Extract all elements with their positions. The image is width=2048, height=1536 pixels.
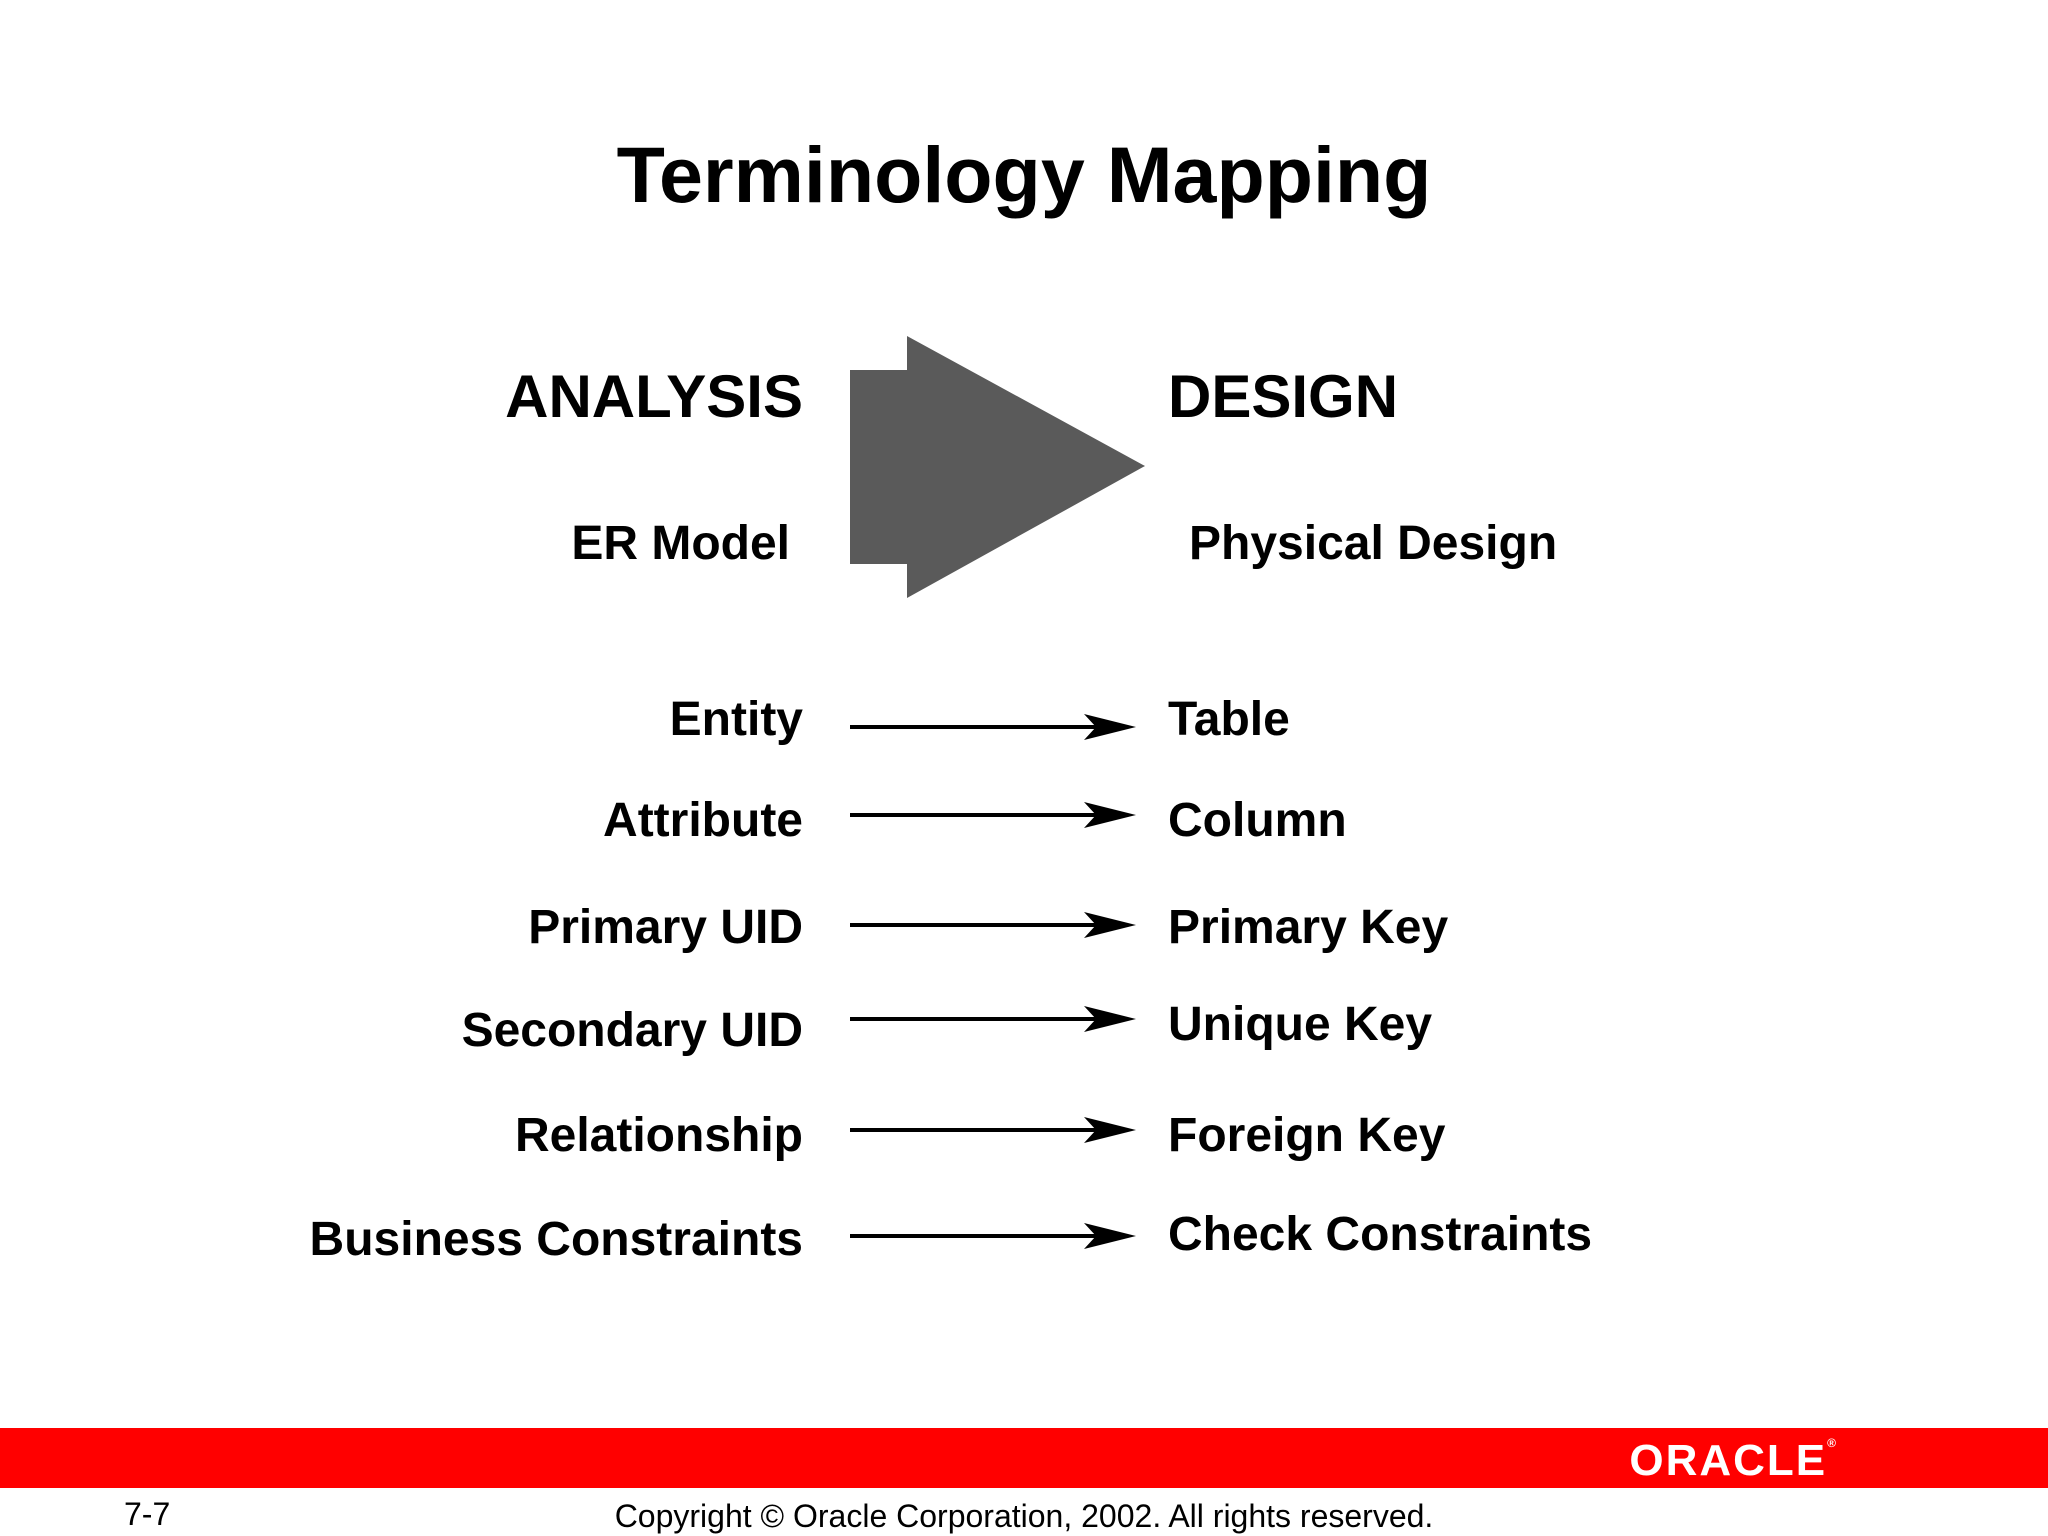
analysis-term: Attribute: [603, 794, 803, 847]
row-arrow-icon: [850, 912, 1136, 938]
analysis-term: Relationship: [514, 1109, 803, 1162]
footer-bar: [0, 1428, 2048, 1488]
slide-title: Terminology Mapping: [616, 130, 1432, 219]
analysis-term: Secondary UID: [461, 1004, 803, 1057]
design-heading: DESIGN: [1168, 363, 1399, 430]
analysis-term: Primary UID: [528, 901, 803, 954]
trademark-mark: ®: [1827, 1436, 1838, 1450]
row-arrow-icon: [850, 1117, 1136, 1143]
design-term: Column: [1168, 794, 1347, 847]
design-term: Unique Key: [1168, 998, 1433, 1051]
page-number: 7-7: [124, 1496, 171, 1532]
design-term: Check Constraints: [1168, 1208, 1593, 1261]
analysis-term: Entity: [669, 693, 803, 746]
copyright-notice: Copyright © Oracle Corporation, 2002. Al…: [614, 1498, 1434, 1534]
row-arrow-icon: [850, 1006, 1136, 1032]
row-arrow-icon: [850, 1223, 1136, 1249]
analysis-heading: ANALYSIS: [505, 363, 803, 430]
design-term: Table: [1168, 693, 1290, 746]
analysis-term: Business Constraints: [309, 1213, 803, 1266]
analysis-subheading: ER Model: [571, 517, 790, 570]
logo-text: ORACLE: [1629, 1436, 1828, 1485]
design-term: Foreign Key: [1168, 1109, 1446, 1162]
row-arrow-icon: [850, 802, 1136, 828]
mapping-arrow-icon: [850, 336, 1145, 598]
oracle-logo: ORACLE®: [1629, 1436, 1838, 1486]
row-arrow-icon: [850, 714, 1136, 740]
design-term: Primary Key: [1168, 901, 1449, 954]
design-subheading: Physical Design: [1189, 517, 1558, 570]
